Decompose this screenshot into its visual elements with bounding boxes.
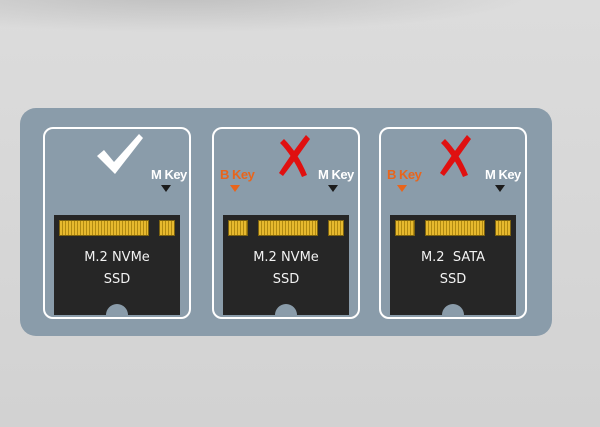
m-key-arrow-icon	[495, 185, 505, 192]
compatibility-panel: M Key M.2 NVMe SSD B Key M Key M.2 NVMe …	[20, 108, 552, 336]
gold-contacts-main-top	[59, 220, 149, 236]
gold-contacts-m	[495, 220, 511, 236]
b-key-label: B Key	[387, 167, 422, 182]
cross-icon	[279, 135, 310, 177]
b-key-arrow-icon	[397, 185, 407, 192]
screw-notch	[442, 304, 464, 316]
b-key-arrow-icon	[230, 185, 240, 192]
ssd-type-label: M.2 NVMe	[253, 250, 319, 265]
gold-contacts-b	[228, 220, 248, 236]
m-key-label: M Key	[318, 167, 354, 182]
gold-contacts-m	[328, 220, 344, 236]
m-key-arrow-icon	[161, 185, 171, 192]
card-nvme-m-key: M Key M.2 NVMe SSD	[43, 127, 191, 319]
background-shade	[0, 0, 600, 40]
m-key-arrow-icon	[328, 185, 338, 192]
ssd-type-label: M.2 SATA	[420, 250, 486, 265]
ssd-label: SSD	[103, 272, 131, 287]
m-key-label: M Key	[485, 167, 521, 182]
cross-icon	[440, 135, 471, 177]
gold-contacts-b	[395, 220, 415, 236]
gold-contacts-main	[258, 220, 318, 236]
m-key-label: M Key	[151, 167, 187, 182]
screw-notch	[106, 304, 128, 316]
card-nvme-bm-key: B Key M Key M.2 NVMe SSD	[212, 127, 360, 319]
b-key-label: B Key	[220, 167, 255, 182]
card-sata-bm-key: B Key M Key M.2 SATA SSD	[379, 127, 527, 319]
gold-contacts-m-top	[159, 220, 175, 236]
check-icon	[97, 134, 143, 174]
gold-contacts-main	[425, 220, 485, 236]
ssd-type-label: M.2 NVMe	[84, 250, 150, 265]
ssd-label: SSD	[439, 272, 467, 287]
ssd-label: SSD	[272, 272, 300, 287]
screw-notch	[275, 304, 297, 316]
